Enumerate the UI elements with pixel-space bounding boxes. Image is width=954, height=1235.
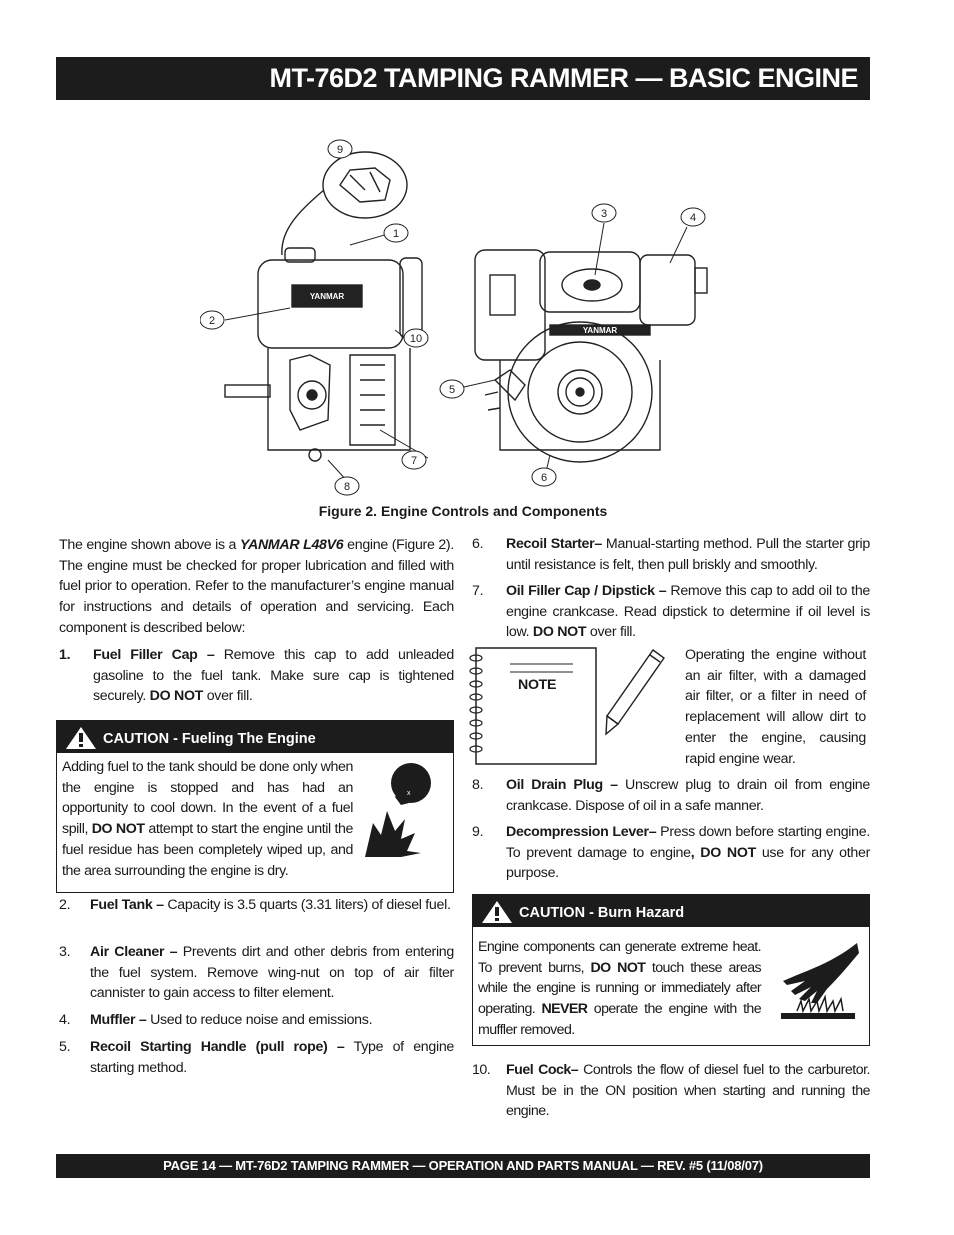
list-item: 7. Oil Filler Cap / Dipstick – Remove th… bbox=[472, 583, 870, 641]
page-title: MT-76D2 TAMPING RAMMER — BASIC ENGINE bbox=[56, 57, 870, 100]
callout-1: 1 bbox=[393, 228, 399, 240]
caution-burn-text: Engine components can generate extreme h… bbox=[478, 939, 762, 1038]
notepad-icon bbox=[469, 647, 665, 765]
brand-label-right: YANMAR bbox=[583, 326, 618, 335]
callout-2: 2 bbox=[209, 315, 215, 327]
warning-icon bbox=[66, 727, 96, 749]
intro-paragraph: The engine shown above is a YANMAR L48V6… bbox=[59, 537, 454, 636]
list-item: 4. Muffler – Used to reduce noise and em… bbox=[59, 1012, 373, 1028]
note-text: Operating the engine without an air filt… bbox=[685, 647, 866, 767]
fire-explosion-icon: x bbox=[365, 763, 431, 857]
figure-caption: Figure 2. Engine Controls and Components bbox=[318, 503, 608, 519]
svg-text:x: x bbox=[407, 790, 411, 797]
engine-figure: 9 1 2 10 5 7 8 3 4 6 YANMAR YANMAR bbox=[200, 139, 708, 496]
hot-surface-hand-icon bbox=[781, 943, 859, 1019]
muffler-drawing bbox=[639, 254, 696, 326]
warning-icon bbox=[482, 901, 512, 923]
note-label: NOTE bbox=[518, 677, 557, 693]
list-item: 6. Recoil Starter– Manual-starting metho… bbox=[472, 536, 870, 573]
list-item: 1. Fuel Filler Cap – Remove this cap to … bbox=[59, 647, 454, 705]
caution-fueling-box: CAUTION - Fueling The Engine Adding fuel… bbox=[56, 720, 454, 893]
list-item: 8. Oil Drain Plug – Unscrew plug to drai… bbox=[472, 777, 870, 814]
brand-label-left: YANMAR bbox=[310, 292, 345, 301]
callout-6: 6 bbox=[541, 472, 547, 484]
list-item: 9. Decompression Lever– Press down befor… bbox=[472, 824, 871, 882]
callout-10: 10 bbox=[410, 333, 422, 345]
callout-5: 5 bbox=[449, 384, 455, 396]
list-item: 10. Fuel Cock– Controls the flow of dies… bbox=[472, 1062, 871, 1120]
caution-burn-heading: CAUTION - Burn Hazard bbox=[519, 905, 685, 921]
list-item: 2. Fuel Tank – Capacity is 3.5 quarts (3… bbox=[59, 897, 451, 913]
caution-fueling-text: Adding fuel to the tank should be done o… bbox=[62, 759, 353, 879]
callout-8: 8 bbox=[344, 481, 350, 493]
callout-4: 4 bbox=[690, 212, 696, 224]
callout-7: 7 bbox=[411, 455, 417, 467]
list-item: 5. Recoil Starting Handle (pull rope) – … bbox=[59, 1039, 454, 1076]
callout-9: 9 bbox=[337, 144, 343, 156]
callout-3: 3 bbox=[601, 208, 607, 220]
caution-burn-header: CAUTION - Burn Hazard bbox=[473, 895, 869, 927]
caution-fueling-heading: CAUTION - Fueling The Engine bbox=[103, 731, 316, 747]
caution-fueling-header: CAUTION - Fueling The Engine bbox=[57, 721, 453, 753]
fuel-tank-drawing bbox=[257, 259, 404, 349]
caution-burn-box: CAUTION - Burn Hazard Engine components … bbox=[472, 894, 870, 1046]
inset-detail bbox=[322, 151, 408, 219]
list-item: 3. Air Cleaner – Prevents dirt and other… bbox=[59, 944, 454, 1002]
page-footer: PAGE 14 — MT-76D2 TAMPING RAMMER — OPERA… bbox=[56, 1154, 870, 1178]
recoil-starter-drawing bbox=[507, 321, 653, 463]
